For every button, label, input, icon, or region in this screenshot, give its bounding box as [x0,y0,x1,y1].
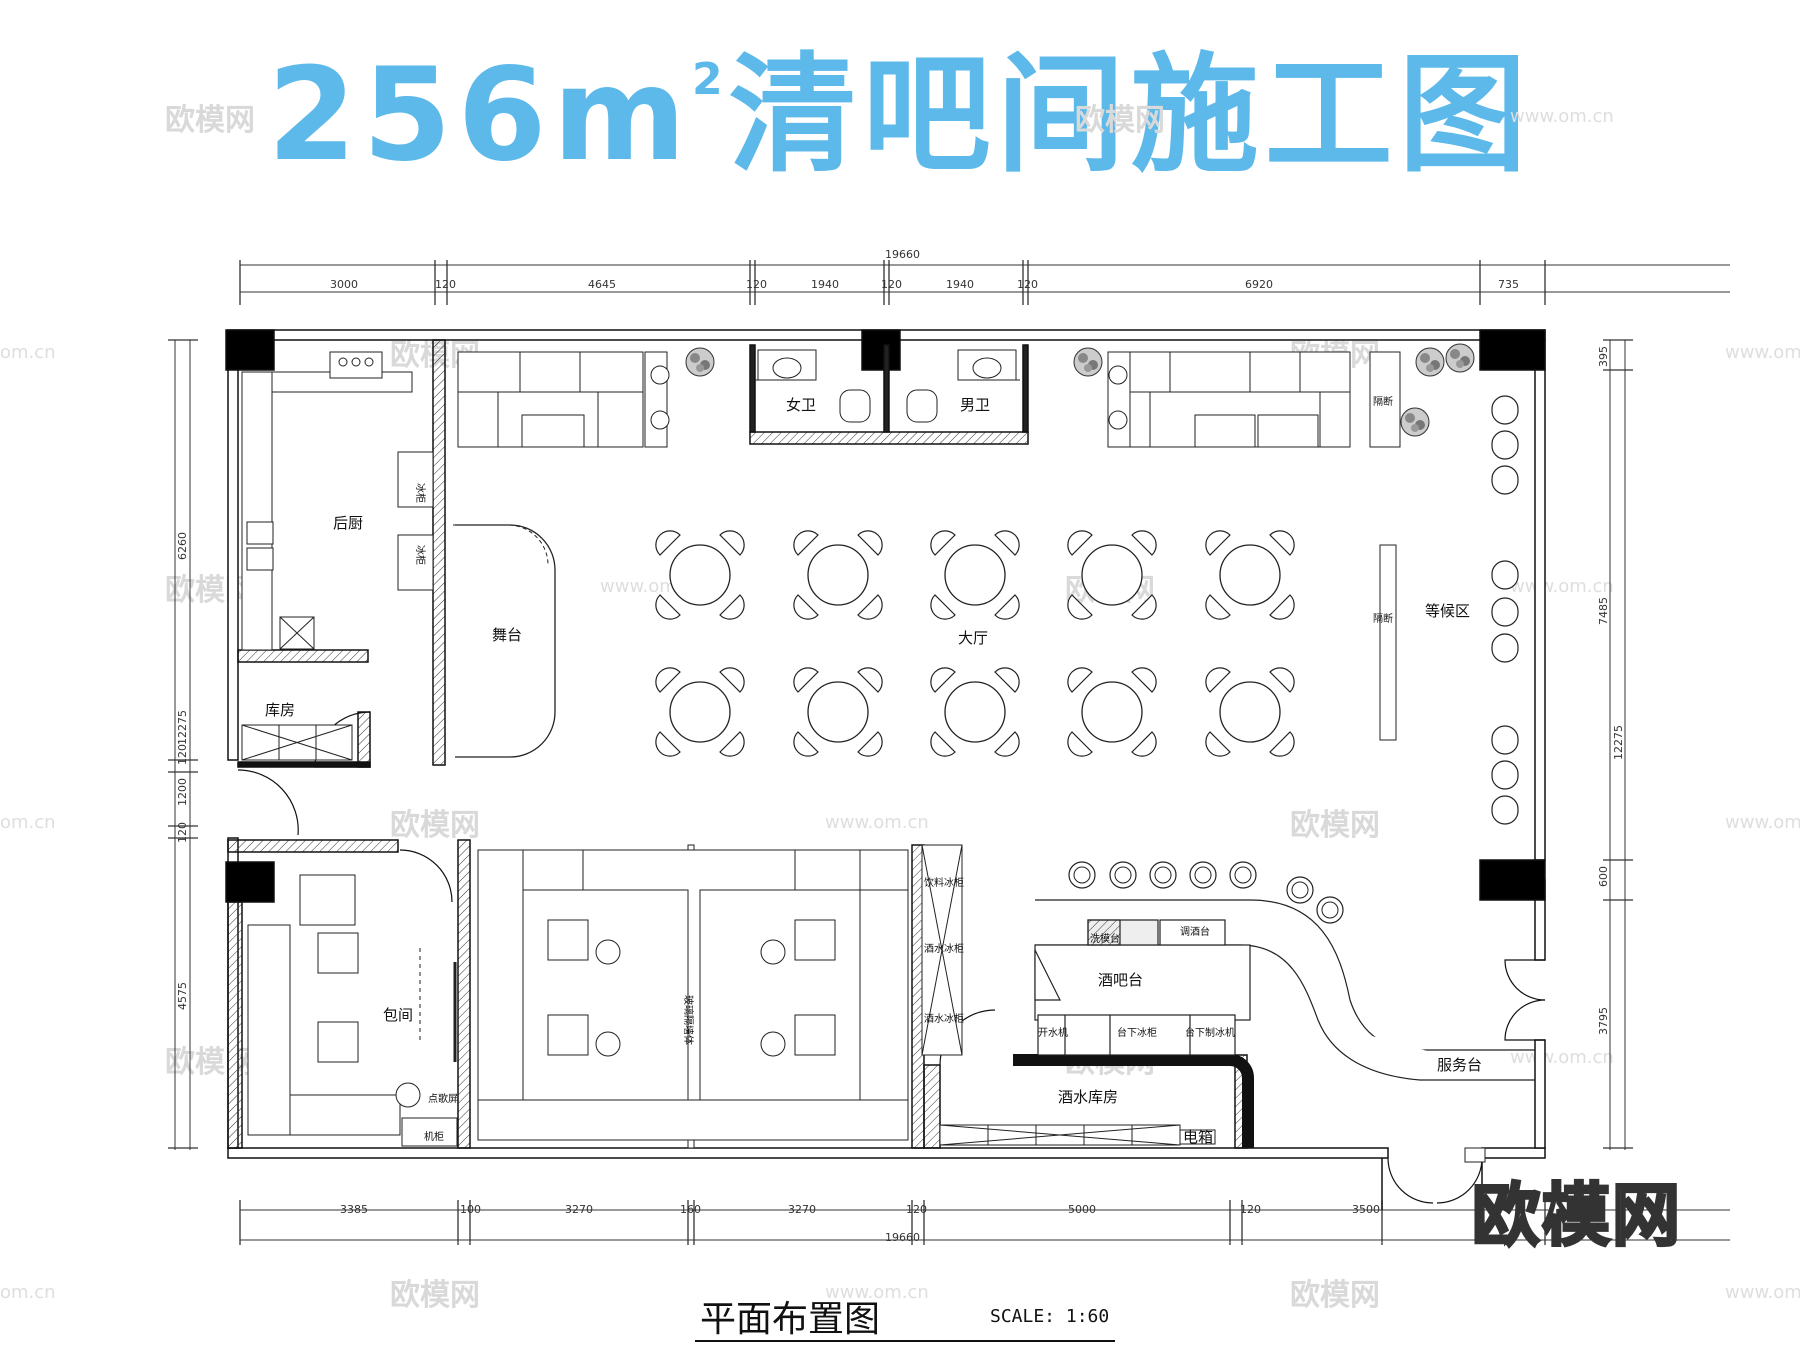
dimensions [174,264,1730,1241]
label-hall: 大厅 [958,629,988,647]
dim-left: 4575 [176,982,189,1010]
dim-bottom: 3500 [1352,1203,1380,1216]
label-power-box: 电箱 [1183,1128,1213,1146]
title-underline [695,1340,1115,1342]
label-drink-fridge: 饮料冰柜 [924,876,964,889]
dim-top: 3000 [330,278,358,291]
watermark-logo: 欧模网 [165,103,255,138]
watermark-logo: 欧模网 [1290,808,1380,843]
watermark-url: www.om.cn [1725,342,1800,363]
watermark-url: om.cn [0,1282,56,1303]
label-waiting-area: 等候区 [1425,602,1470,620]
dim-top: 120 [435,278,456,291]
dim-bottom: 3270 [565,1203,593,1216]
plants [650,343,1475,437]
label-wine-fridge: 酒水冰柜 [924,942,964,955]
dim-top-total: 19660 [885,248,920,261]
waiting-chairs [1491,395,1519,825]
watermark-url: om.cn [0,812,56,833]
label-ice-maker: 台下制冰机 [1185,1026,1235,1039]
restrooms [755,349,1020,423]
watermark-logo: 欧模网 [390,1278,480,1313]
dim-bottom-total: 19660 [885,1231,920,1244]
kitchen-fixtures [241,351,434,761]
label-storage: 库房 [265,701,295,719]
private-room-furniture [247,874,458,1147]
dim-right-total: 12275 [1612,725,1625,760]
dim-top: 1940 [811,278,839,291]
watermark-url: www.om.cn [1725,1282,1800,1303]
dim-bottom: 3270 [788,1203,816,1216]
dim-bottom: 120 [906,1203,927,1216]
dim-top: 735 [1498,278,1519,291]
dim-right: 3795 [1597,1007,1610,1035]
label-cabinet: 机柜 [424,1130,444,1143]
watermark-logo: 欧模网 [390,808,480,843]
label-partition: 隔断 [1373,612,1393,625]
dim-left: 120 [176,744,189,765]
watermark-url: www.om.cn [825,812,929,833]
dim-top: 120 [881,278,902,291]
watermark-url: om.cn [0,342,56,363]
dimension-labels: 19660 3000 120 4645 120 1940 120 1940 12… [176,248,1625,1244]
page-title: 256m2清吧间施工图 [267,41,1533,190]
watermark-url: www.om.cn [1510,106,1614,127]
dim-bottom: 120 [1240,1203,1261,1216]
bar-counter [1034,861,1535,1081]
partition-screen [1379,544,1397,741]
brand-logo: 欧模网 [1470,1176,1683,1258]
label-partition: 隔断 [1373,395,1393,408]
label-karaoke-screen: 点歌屏 [428,1092,458,1105]
label-glass-partition: 玻璃隔墙体 [682,995,695,1045]
dim-top: 6920 [1245,278,1273,291]
watermark-url: www.om.cn [825,1282,929,1303]
label-wine-fridge: 酒水冰柜 [924,1012,964,1025]
dim-right: 7485 [1597,597,1610,625]
label-service-desk: 服务台 [1437,1056,1482,1074]
label-cup-wash: 洗模台 [1090,932,1120,945]
stage-platform [455,524,556,758]
watermark-logo: 欧模网 [165,573,255,608]
dim-top: 120 [1017,278,1038,291]
label-wine-storage: 酒水库房 [1058,1088,1118,1106]
label-freezer: 冰柜 [414,483,427,503]
label-undercounter-fridge: 台下冰柜 [1117,1026,1157,1039]
label-private-room: 包间 [383,1006,413,1024]
dim-left: 120 [176,822,189,843]
dim-bottom: 100 [460,1203,481,1216]
dim-top: 4645 [588,278,616,291]
watermark-url: www.om.cn [1725,812,1800,833]
walls [225,329,1546,1210]
booths-middle [477,844,963,1141]
wine-storage-shelves [939,1124,1486,1163]
dim-left: 6260 [176,532,189,560]
dim-right: 395 [1597,346,1610,367]
dim-top: 1940 [946,278,974,291]
watermark-url: www.om.cn [1510,576,1614,597]
dim-bottom: 5000 [1068,1203,1096,1216]
label-stage: 舞台 [492,626,522,644]
label-kitchen: 后厨 [333,514,363,532]
dim-bottom: 3385 [340,1203,368,1216]
room-labels: 后厨 库房 舞台 女卫 男卫 大厅 等候区 隔断 隔断 包间 点歌屏 机柜 酒吧… [265,395,1482,1146]
drawing-scale: SCALE: 1:60 [990,1306,1110,1327]
dim-top: 120 [746,278,767,291]
watermark-layer: 欧模网 欧模网 www.om.cn 欧模网 欧模网 om.cn www.om.c… [0,103,1800,1313]
label-kettle: 开水机 [1038,1026,1068,1039]
dim-left-total: 12275 [176,710,189,745]
dim-bottom: 160 [680,1203,701,1216]
watermark-logo: 欧模网 [1075,103,1165,138]
label-mixing-station: 调酒台 [1180,925,1210,938]
watermark-logo: 欧模网 [1290,1278,1380,1313]
label-freezer: 冰柜 [414,545,427,565]
label-mens-restroom: 男卫 [960,396,990,414]
drawing-title: 平面布置图 [700,1299,881,1340]
dim-left: 1200 [176,778,189,806]
dim-right: 600 [1597,866,1610,887]
label-womens-restroom: 女卫 [786,396,816,414]
label-bar: 酒吧台 [1098,971,1143,989]
